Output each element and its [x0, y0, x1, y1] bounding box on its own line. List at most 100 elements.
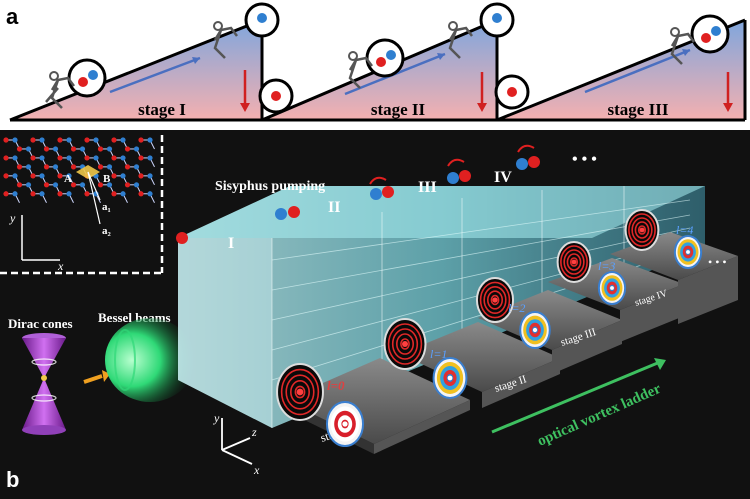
lattice-site-b — [66, 173, 72, 179]
lattice-site-b — [106, 164, 113, 170]
lattice-y-label: y — [9, 211, 16, 225]
order-labels: l=0 l=1 l=2 l=3 l=4 — [327, 223, 693, 393]
lattice-site-b — [133, 164, 140, 170]
lattice-site-a — [84, 137, 90, 143]
lattice-site-b — [147, 173, 153, 179]
lattice-site-b — [66, 137, 72, 143]
bessel-pattern-3 — [475, 277, 515, 323]
upper-cone — [22, 338, 66, 378]
order-1: l=1 — [430, 347, 447, 361]
spin-red — [176, 232, 188, 244]
lattice-site-b — [52, 146, 59, 152]
lattice-site-b — [52, 164, 59, 170]
order-0: l=0 — [327, 378, 345, 393]
climber-icon — [670, 32, 695, 65]
lattice-site-b — [120, 155, 126, 161]
lattice-site-a — [30, 173, 36, 179]
lattice-site-a — [124, 182, 131, 188]
xyz-axes: y z x — [213, 411, 260, 477]
spin-red — [288, 206, 300, 218]
lattice-site-b — [120, 173, 126, 179]
lattice-site-a — [16, 146, 23, 152]
vector-2-label: a₂ — [102, 225, 112, 237]
pumping-label: Sisyphus pumping — [215, 179, 325, 194]
vortex-order-4 — [673, 235, 703, 269]
lattice-site-b — [93, 137, 99, 143]
x-axis — [221, 449, 253, 465]
lattice-site-b — [106, 146, 113, 152]
stage-3-label: stage III — [608, 100, 669, 119]
lattice-site-a — [138, 191, 144, 197]
spin-red — [382, 186, 394, 198]
order-3: l=3 — [598, 259, 615, 273]
panel-b-label: b — [6, 467, 19, 492]
bessel-pattern-2 — [383, 318, 427, 370]
lattice-site-a — [111, 173, 117, 179]
spin-blue — [370, 188, 382, 200]
lattice-site-a — [57, 155, 63, 161]
lattice-site-a — [70, 182, 77, 188]
slab-2 — [400, 322, 560, 392]
roman-stage-4: IV — [494, 169, 512, 186]
up-arrow — [584, 48, 691, 94]
lattice-site-b — [133, 146, 140, 152]
lattice-site-b — [93, 155, 99, 161]
stage-3-slope: stage III — [494, 14, 747, 122]
panel-a: a stage I — [6, 2, 747, 122]
lattice-site-b — [12, 155, 18, 161]
lattice-site-a — [138, 173, 144, 179]
x-axis-label: x — [253, 463, 260, 477]
lattice-inset: A B a₁ a₂ y x — [0, 135, 164, 275]
dirac-arrow — [83, 374, 103, 384]
bessel-pattern-4 — [556, 241, 592, 283]
lattice-site-b — [25, 164, 32, 170]
climber-icon — [348, 56, 373, 89]
up-arrow — [109, 56, 201, 94]
lattice-site-a — [30, 155, 36, 161]
lattice-site-a — [111, 137, 117, 143]
lattice-site-a — [3, 137, 9, 143]
z-axis-label: z — [251, 425, 257, 439]
panel-b: A B a₁ a₂ y x Dirac cones Bessel be — [0, 130, 750, 499]
spin-circle — [67, 58, 107, 98]
lattice-site-a — [138, 155, 144, 161]
lattice-site-b — [120, 191, 126, 197]
lattice-site-b — [79, 146, 86, 152]
stage-1-label: stage I — [138, 100, 186, 119]
ellipsis: • • • — [572, 151, 597, 168]
lattice-site-b — [39, 137, 45, 143]
waveguide-front-face — [178, 238, 272, 428]
order-2: l=2 — [508, 301, 525, 315]
lattice-site-b — [66, 191, 72, 197]
stage-2-slope: stage II — [258, 2, 515, 122]
vortex-order-3 — [597, 271, 627, 305]
dirac-cones: Dirac cones — [8, 316, 110, 435]
spin-blue — [516, 158, 528, 170]
lattice-site-a — [57, 173, 63, 179]
lattice-site-a — [138, 137, 144, 143]
lattice-site-b — [147, 137, 153, 143]
site-a-label: A — [64, 173, 72, 185]
lattice-site-b — [52, 182, 59, 188]
honeycomb-lattice — [3, 137, 155, 203]
roman-stage-3: III — [418, 179, 437, 196]
climber-icon — [45, 76, 75, 109]
bessel-beam: Bessel beams — [98, 310, 195, 402]
vector-1-label: a₁ — [102, 201, 111, 213]
order-4: l=4 — [676, 223, 693, 237]
stage-markers: I II III IV • • • Sisyphus pumping — [176, 144, 597, 252]
ladder-arrow-line — [491, 360, 661, 434]
lattice-site-a — [84, 155, 90, 161]
vortex-patterns — [276, 209, 703, 447]
climber-icon — [213, 26, 238, 59]
site-b-label: B — [103, 173, 111, 185]
stage-2-label: stage II — [371, 100, 426, 119]
lower-cone — [22, 378, 66, 430]
floor-ellipsis: • • • — [708, 255, 727, 269]
lattice-site-a — [70, 146, 77, 152]
z-axis — [221, 437, 251, 451]
lattice-site-a — [57, 191, 63, 197]
lattice-site-a — [124, 146, 131, 152]
